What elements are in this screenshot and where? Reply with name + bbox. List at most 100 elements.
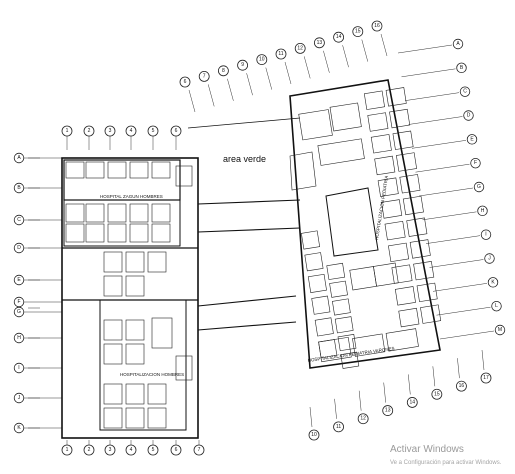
- grid-axis-bubble: 13: [313, 37, 325, 49]
- grid-axis-bubble: 16: [456, 380, 467, 392]
- grid-axis-bubble: K: [13, 422, 25, 434]
- grid-axis-bubble: 13: [382, 405, 394, 416]
- grid-axis-bubble: G: [13, 306, 25, 318]
- grid-axis-bubble: 14: [333, 31, 345, 43]
- grid-axis-bubble: 4: [125, 125, 137, 137]
- grid-axis-label: H: [481, 208, 485, 214]
- grid-axis-label: C: [17, 217, 21, 223]
- grid-axis-label: 14: [336, 34, 342, 40]
- grid-axis-label: M: [498, 327, 502, 333]
- grid-axis-bubble: H: [13, 332, 25, 344]
- grid-axis-label: 6: [175, 447, 178, 453]
- left-block-label-top: HOSPITAL ZAGUN HOMBRES: [100, 194, 163, 199]
- grid-axis-label: G: [477, 184, 481, 190]
- right-building: HOSPITALIZACION PEDIATRIA HOSPITALIZACIO…: [179, 20, 506, 441]
- grid-axis-label: K: [491, 279, 495, 285]
- grid-axis-label: 17: [483, 375, 489, 381]
- grid-axis-bubble: 11: [275, 48, 287, 60]
- grid-axis-label: 12: [360, 416, 366, 422]
- grid-axis-bubble: 11: [333, 421, 344, 433]
- watermark-title: Activar Windows: [390, 444, 464, 455]
- left-room-partitions: [65, 161, 193, 429]
- grid-axis-label: A: [17, 155, 21, 161]
- grid-axis-label: K: [17, 425, 21, 431]
- left-lower-ward-block: [99, 299, 187, 431]
- left-grid-lines: [24, 136, 200, 445]
- grid-axis-label: 16: [374, 23, 380, 29]
- grid-axis-label: 15: [355, 29, 361, 35]
- grid-axis-bubble: 6: [179, 76, 191, 88]
- grid-axis-label: E: [470, 136, 474, 142]
- connector-corridors: [187, 117, 301, 331]
- grid-axis-bubble: 14: [406, 397, 418, 408]
- right-atrium: [325, 187, 379, 257]
- right-room-partitions: [298, 87, 442, 369]
- grid-axis-bubble: 12: [357, 413, 369, 425]
- grid-axis-bubble: 7: [198, 71, 210, 82]
- grid-axis-label: 12: [297, 45, 303, 51]
- grid-axis-label: 13: [385, 408, 391, 414]
- grid-axis-label: 6: [184, 79, 187, 85]
- grid-axis-bubble: G: [473, 181, 485, 193]
- grid-axis-bubble: H: [477, 205, 488, 217]
- grid-axis-bubble: L: [491, 300, 502, 312]
- grid-axis-label: D: [17, 245, 21, 251]
- grid-axis-bubble: E: [466, 134, 478, 145]
- grid-axis-label: 13: [317, 40, 323, 46]
- grid-axis-label: B: [460, 65, 464, 71]
- grid-axis-bubble: 3: [104, 125, 116, 137]
- grid-axis-bubble: 16: [371, 20, 383, 32]
- grid-axis-label: 14: [410, 399, 416, 405]
- grid-axis-bubble: F: [13, 296, 25, 308]
- left-building-outline: [61, 157, 199, 439]
- left-top-axis-bubbles: 1 2 3 4 5 6: [61, 125, 182, 137]
- grid-axis-bubble: J: [484, 253, 495, 264]
- grid-axis-bubble: D: [463, 110, 474, 121]
- right-stair-core: [289, 151, 317, 191]
- grid-axis-bubble: 2: [83, 125, 95, 137]
- grid-axis-label: 5: [152, 128, 155, 134]
- grid-axis-bubble: 15: [352, 26, 364, 38]
- grid-axis-bubble: 2: [83, 444, 95, 456]
- grid-axis-label: H: [17, 335, 21, 341]
- grid-axis-bubble: D: [13, 242, 25, 254]
- grid-axis-label: F: [474, 160, 477, 166]
- grid-axis-label: 6: [175, 128, 178, 134]
- grid-axis-label: 1: [66, 128, 69, 134]
- grid-axis-label: 4: [130, 447, 133, 453]
- grid-axis-label: 15: [434, 391, 440, 397]
- grid-axis-label: 3: [109, 128, 112, 134]
- grid-axis-label: 16: [459, 383, 465, 389]
- grid-axis-bubble: A: [13, 152, 25, 164]
- grid-axis-bubble: 1: [61, 125, 73, 137]
- grid-axis-bubble: F: [470, 157, 481, 169]
- grid-axis-label: G: [17, 309, 21, 315]
- right-block-label-mid: HOSPITALIZACION PEDIATRIA: [374, 175, 389, 240]
- grid-axis-bubble: I: [480, 229, 492, 240]
- grid-axis-label: E: [17, 277, 21, 283]
- grid-axis-bubble: B: [13, 182, 25, 194]
- left-building: HOSPITAL ZAGUN HOMBRES HOSPITALIZACION H…: [13, 125, 205, 456]
- grid-axis-label: 1: [66, 447, 69, 453]
- grid-axis-label: 2: [88, 128, 91, 134]
- grid-axis-label: J: [18, 395, 21, 401]
- grid-axis-label: I: [18, 365, 19, 371]
- right-building-outline: [289, 79, 441, 369]
- grid-axis-bubble: 4: [125, 444, 137, 456]
- area-verde-label: area verde: [223, 154, 266, 164]
- grid-axis-label: 2: [88, 447, 91, 453]
- grid-axis-bubble: 12: [294, 43, 306, 54]
- grid-axis-label: 9: [241, 62, 244, 68]
- left-second-ward-block: [63, 199, 181, 247]
- grid-axis-bubble: A: [452, 38, 464, 50]
- grid-axis-bubble: 9: [237, 59, 249, 71]
- grid-axis-bubble: 8: [217, 65, 229, 77]
- grid-axis-bubble: 6: [170, 125, 182, 137]
- grid-axis-bubble: 1: [61, 444, 73, 456]
- grid-axis-bubble: K: [487, 277, 499, 288]
- grid-axis-bubble: 6: [170, 444, 182, 456]
